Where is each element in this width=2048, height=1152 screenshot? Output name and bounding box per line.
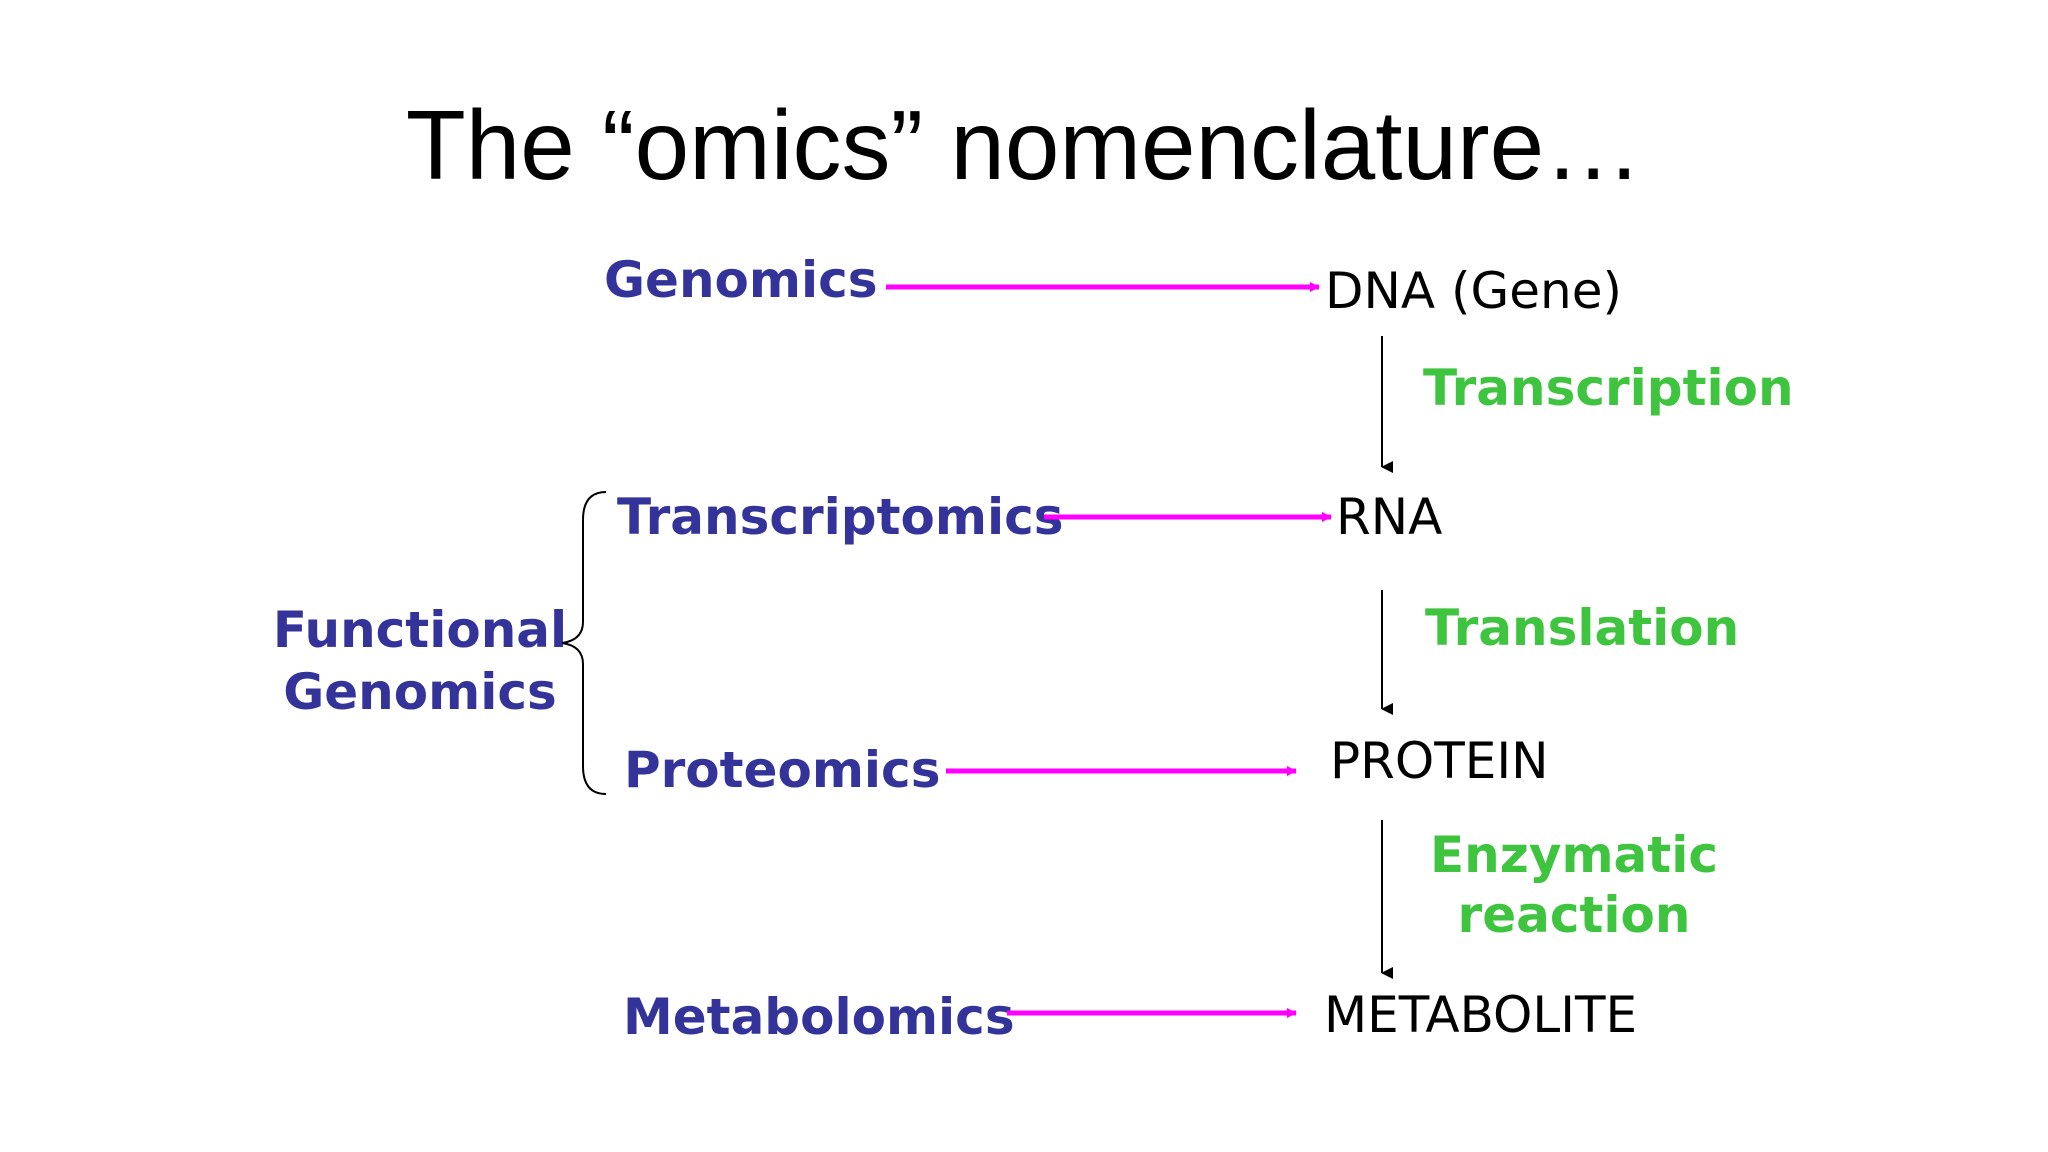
functional-genomics-line1: Functional — [272, 601, 568, 659]
molecule-metabolite: METABOLITE — [1324, 986, 1638, 1044]
molecule-rna: RNA — [1336, 488, 1443, 546]
page-title: The “omics” nomenclature… — [405, 90, 1643, 200]
process-enzymatic-line1: Enzymatic — [1430, 826, 1718, 884]
process-transcription: Transcription — [1423, 359, 1794, 417]
omics-label-transcriptomics: Transcriptomics — [617, 488, 1064, 546]
functional-genomics-brace — [561, 491, 607, 795]
process-enzymatic-reaction: Enzymatic reaction — [1424, 825, 1724, 945]
functional-genomics-line2: Genomics — [283, 663, 557, 721]
functional-genomics-label: Functional Genomics — [270, 599, 570, 723]
omics-label-metabolomics: Metabolomics — [623, 988, 1015, 1046]
process-translation: Translation — [1425, 599, 1740, 657]
molecule-protein: PROTEIN — [1330, 732, 1549, 790]
omics-label-proteomics: Proteomics — [624, 741, 941, 799]
molecule-dna: DNA (Gene) — [1325, 262, 1622, 320]
process-enzymatic-line2: reaction — [1457, 886, 1691, 944]
omics-label-genomics: Genomics — [604, 251, 878, 309]
